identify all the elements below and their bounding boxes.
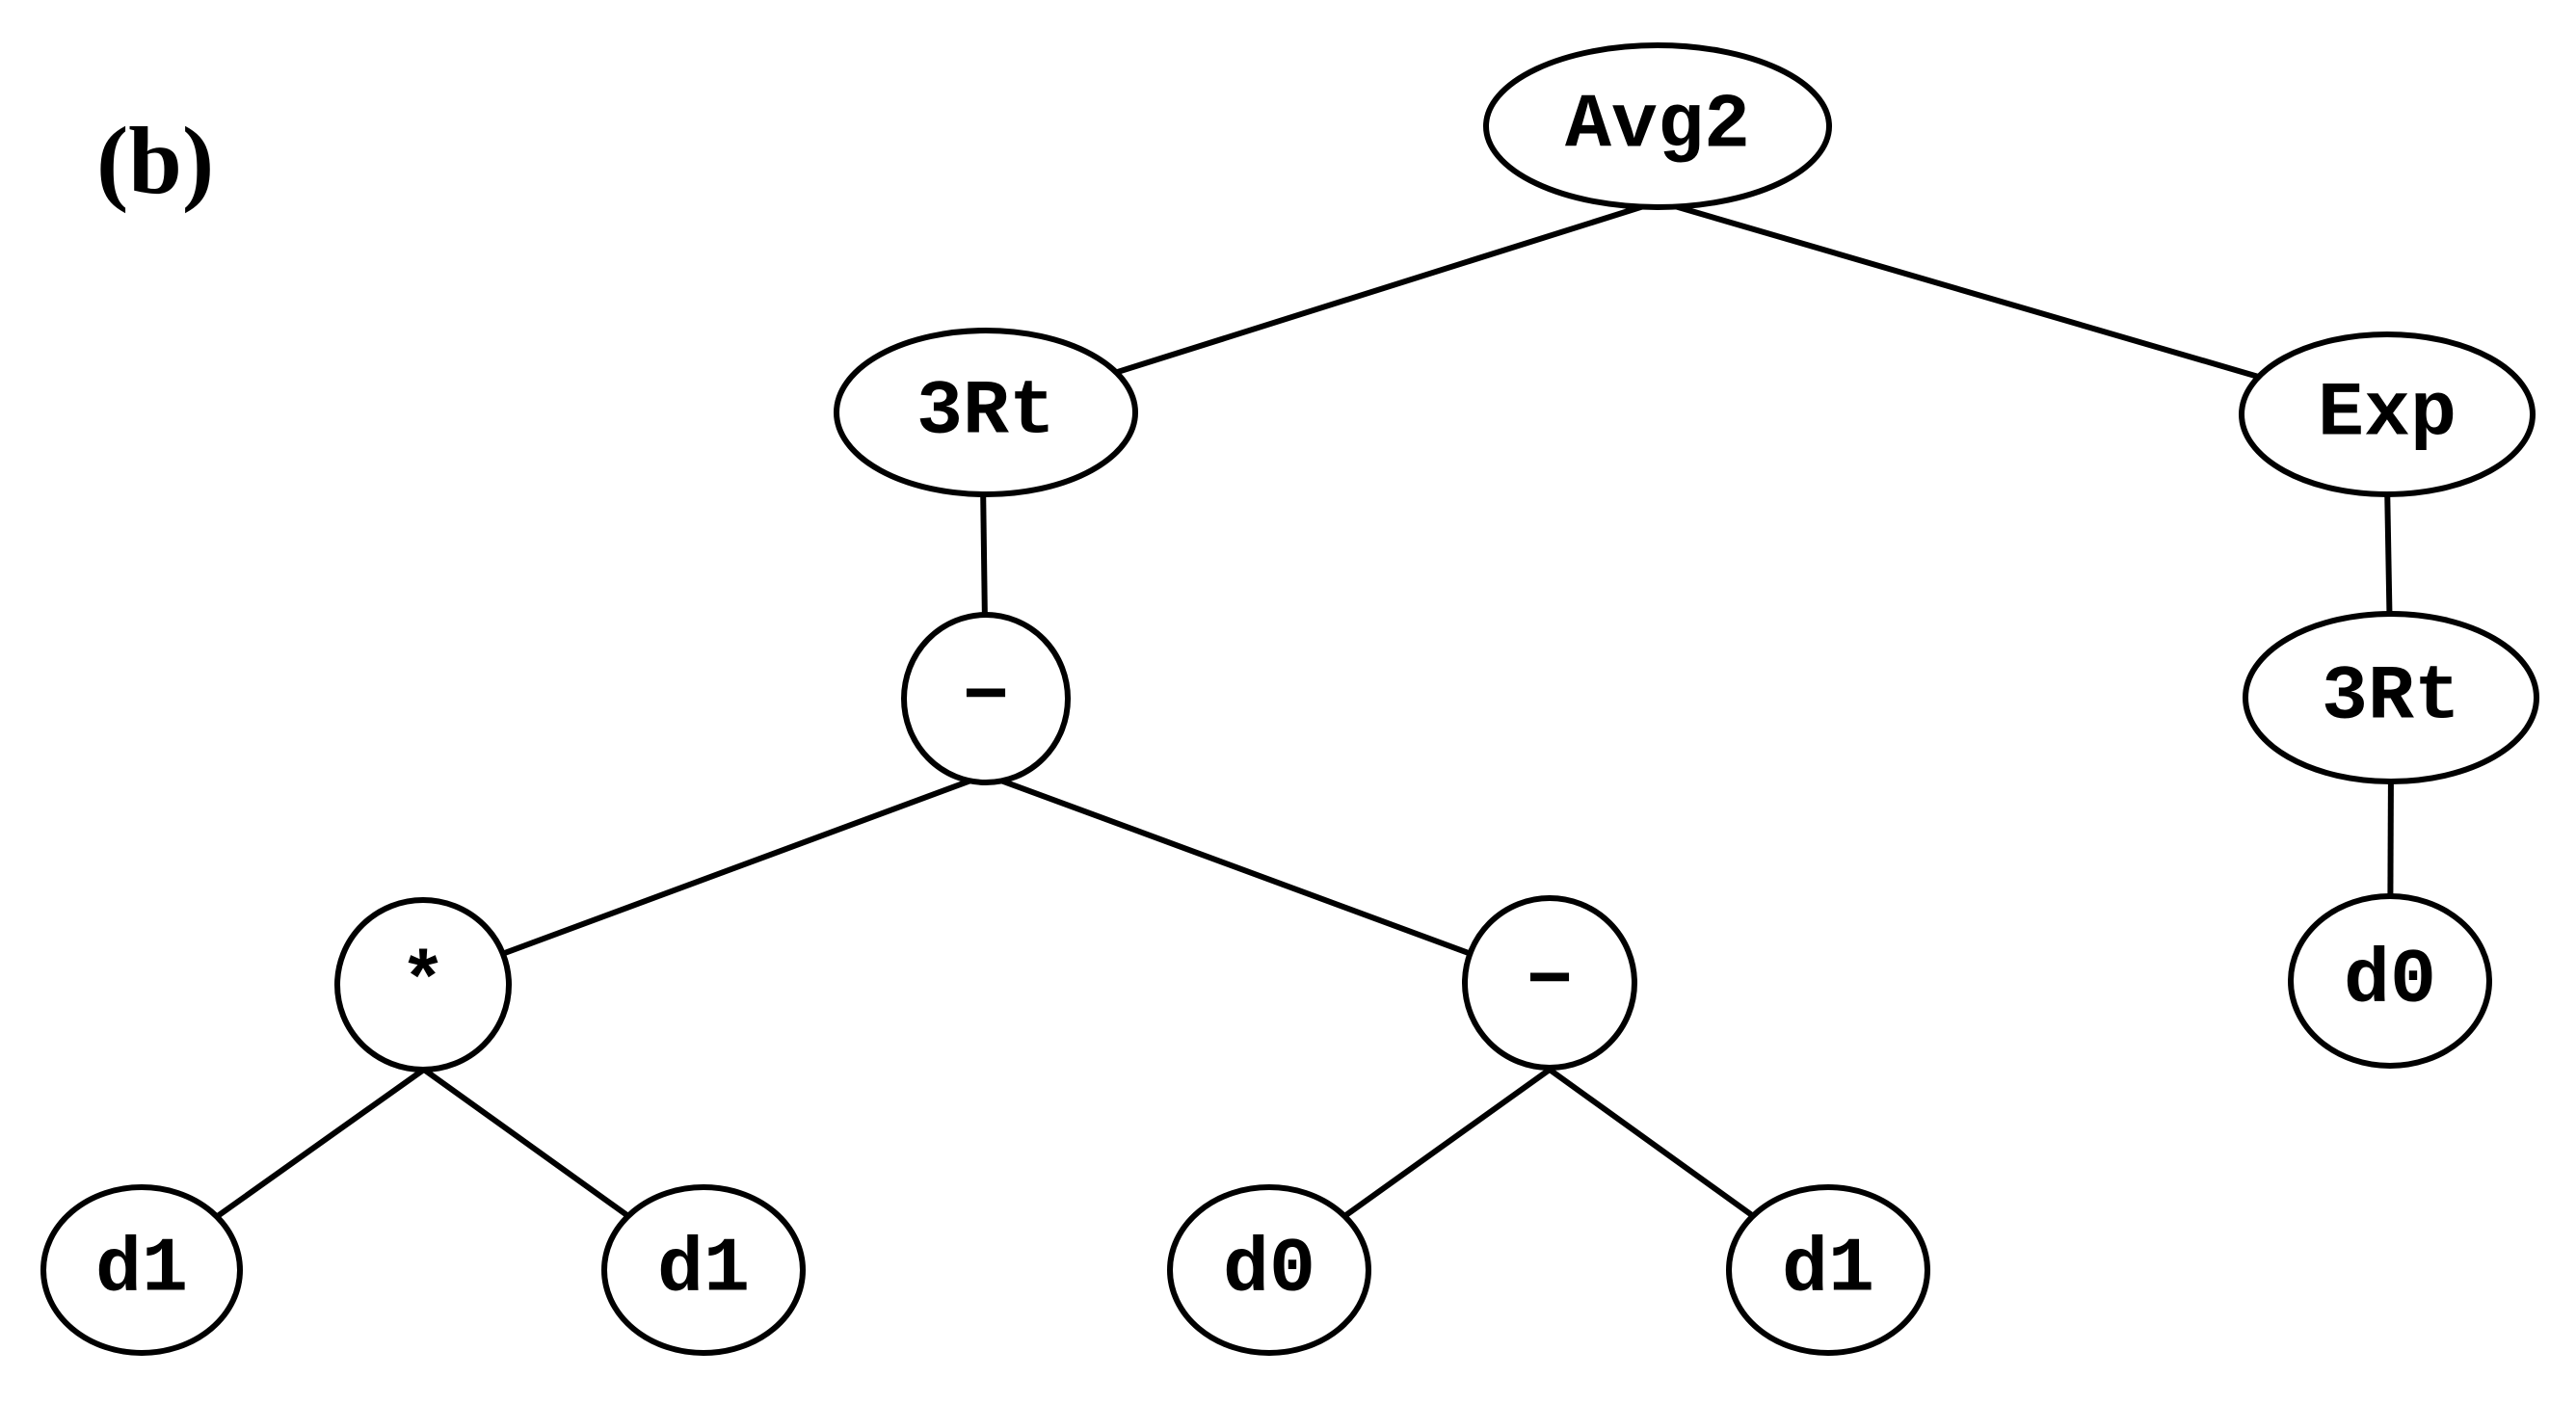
node-label: 3Rt xyxy=(916,369,1055,457)
tree-node-d0-right: d0 xyxy=(2288,893,2492,1069)
tree-node-avg2: Avg2 xyxy=(1483,42,1832,210)
tree-node-d0-leaf: d0 xyxy=(1167,1184,1371,1356)
tree-edges xyxy=(140,190,2394,1273)
node-ellipse xyxy=(601,1184,806,1356)
node-ellipse xyxy=(1167,1184,1371,1356)
tree-node-minus-lower: − xyxy=(1462,895,1637,1071)
node-label: d0 xyxy=(2344,938,2436,1025)
node-ellipse xyxy=(2288,893,2492,1069)
figure-label: (b) xyxy=(96,107,214,214)
node-label: * xyxy=(400,941,446,1029)
tree-node-rt3-left: 3Rt xyxy=(834,328,1138,497)
tree-node-minus-upper: − xyxy=(901,612,1071,785)
node-label: − xyxy=(1527,940,1573,1027)
node-ellipse xyxy=(334,897,512,1073)
node-label: d1 xyxy=(1782,1227,1874,1314)
tree-node-exp: Exp xyxy=(2239,331,2536,497)
node-ellipse xyxy=(40,1184,243,1356)
tree-node-d1-leaf3: d1 xyxy=(1726,1184,1930,1356)
tree-edge-minus-upper-times xyxy=(422,763,1012,986)
tree-node-d1-leaf2: d1 xyxy=(601,1184,806,1356)
node-label: − xyxy=(963,655,1009,743)
node-label: d1 xyxy=(95,1227,188,1314)
node-label: Exp xyxy=(2318,371,2456,459)
tree-edge-minus-upper-minus-lower xyxy=(960,763,1552,986)
tree-node-rt3-right: 3Rt xyxy=(2243,611,2539,784)
node-ellipse xyxy=(2243,611,2539,784)
node-ellipse xyxy=(901,612,1071,785)
node-ellipse xyxy=(1726,1184,1930,1356)
node-ellipse xyxy=(834,328,1138,497)
node-label: d1 xyxy=(657,1227,750,1314)
node-ellipse xyxy=(2239,331,2536,497)
node-ellipse xyxy=(1462,895,1637,1071)
node-ellipse xyxy=(1483,42,1832,210)
node-label: 3Rt xyxy=(2322,654,2460,742)
tree-node-d1-leaf1: d1 xyxy=(40,1184,243,1356)
tree-node-times: * xyxy=(334,897,512,1073)
node-label: Avg2 xyxy=(1565,83,1750,171)
node-label: d0 xyxy=(1223,1227,1315,1314)
